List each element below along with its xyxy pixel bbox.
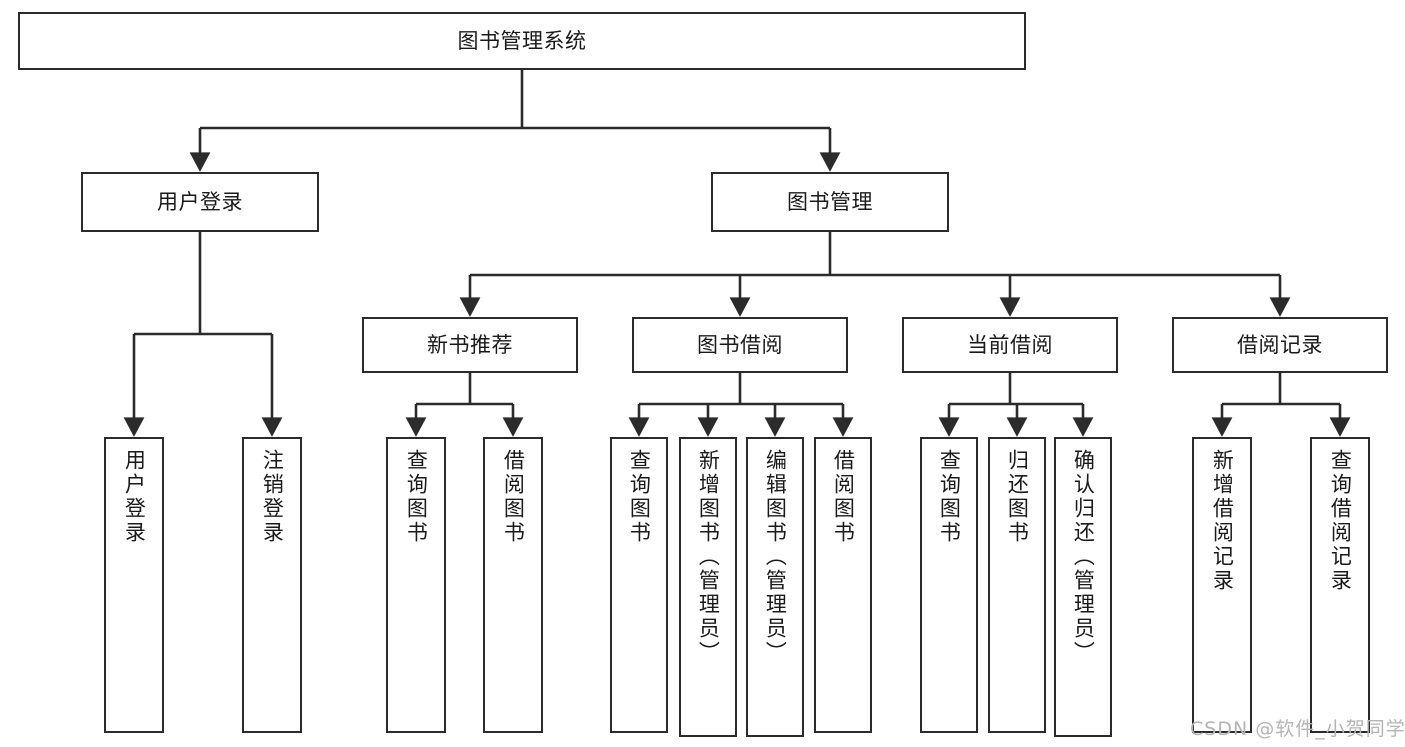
node-root-label: 图书管理系统 xyxy=(457,28,587,53)
node-user-login-leaf[interactable]: 用户登录 xyxy=(104,437,164,733)
node-logout-leaf-label: 注销登录 xyxy=(260,449,285,545)
node-new-book-rec-label: 新书推荐 xyxy=(427,332,513,357)
node-root[interactable]: 图书管理系统 xyxy=(18,12,1026,70)
node-current-borrow[interactable]: 当前借阅 xyxy=(902,317,1118,373)
node-logout-leaf[interactable]: 注销登录 xyxy=(242,437,302,733)
node-rec-query-book[interactable]: 查询图书 xyxy=(386,437,446,733)
node-bb-query-book-label: 查询图书 xyxy=(627,449,652,545)
node-br-add-record-label: 新增借阅记录 xyxy=(1210,449,1235,593)
node-cb-return-book-label: 归还图书 xyxy=(1005,449,1030,545)
node-cb-confirm-return[interactable]: 确认归还（管理员） xyxy=(1054,437,1112,737)
node-rec-query-book-label: 查询图书 xyxy=(404,449,429,545)
node-book-borrow[interactable]: 图书借阅 xyxy=(632,317,848,373)
node-book-manage[interactable]: 图书管理 xyxy=(711,172,949,232)
node-cb-return-book[interactable]: 归还图书 xyxy=(988,437,1046,733)
node-bb-edit-book[interactable]: 编辑图书（管理员） xyxy=(746,437,804,737)
node-bb-edit-book-label: 编辑图书（管理员） xyxy=(763,449,788,665)
node-br-add-record[interactable]: 新增借阅记录 xyxy=(1192,437,1252,733)
node-borrow-record-label: 借阅记录 xyxy=(1237,332,1323,357)
node-user-login-leaf-label: 用户登录 xyxy=(122,449,147,545)
node-br-query-record[interactable]: 查询借阅记录 xyxy=(1310,437,1370,733)
node-book-manage-label: 图书管理 xyxy=(787,189,873,214)
node-bb-borrow-book-label: 借阅图书 xyxy=(831,449,856,545)
node-rec-borrow-book-label: 借阅图书 xyxy=(501,449,526,545)
node-rec-borrow-book[interactable]: 借阅图书 xyxy=(483,437,543,733)
node-cb-confirm-return-label: 确认归还（管理员） xyxy=(1071,449,1096,665)
node-br-query-record-label: 查询借阅记录 xyxy=(1328,449,1353,593)
node-current-borrow-label: 当前借阅 xyxy=(967,332,1053,357)
node-borrow-record[interactable]: 借阅记录 xyxy=(1172,317,1388,373)
node-bb-add-book[interactable]: 新增图书（管理员） xyxy=(679,437,737,737)
node-bb-add-book-label: 新增图书（管理员） xyxy=(696,449,721,665)
node-bb-borrow-book[interactable]: 借阅图书 xyxy=(814,437,872,733)
node-user-login[interactable]: 用户登录 xyxy=(81,172,319,232)
node-cb-query-book-label: 查询图书 xyxy=(937,449,962,545)
node-bb-query-book[interactable]: 查询图书 xyxy=(610,437,668,733)
node-user-login-label: 用户登录 xyxy=(157,189,243,214)
csdn-watermark: CSDN @软件_小贺同学 xyxy=(1190,718,1405,740)
node-new-book-rec[interactable]: 新书推荐 xyxy=(362,317,578,373)
node-cb-query-book[interactable]: 查询图书 xyxy=(920,437,978,733)
node-book-borrow-label: 图书借阅 xyxy=(697,332,783,357)
